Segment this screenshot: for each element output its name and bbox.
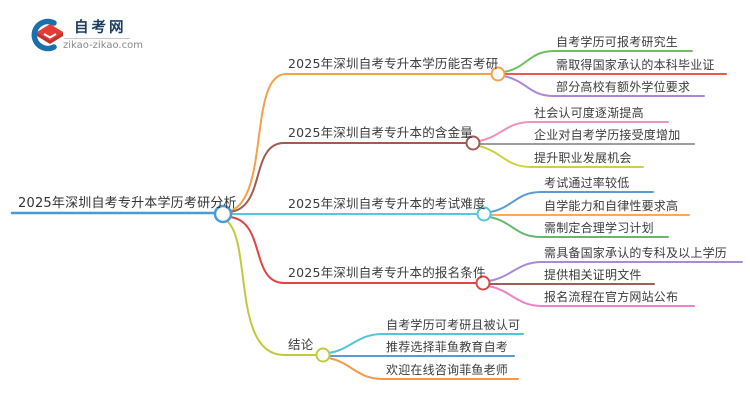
branch-4-child-3-line (488, 285, 695, 307)
branch-1-node-circle[interactable] (490, 66, 506, 82)
branch-5-child-1-label[interactable]: 自考学历可考研且被认可 (386, 318, 521, 332)
branch-3-child-1-line (489, 191, 654, 213)
root-node-label[interactable]: 2025年深圳自考专升本学历考研分析 (18, 196, 237, 211)
branch-4-node-circle[interactable] (475, 275, 491, 291)
branch-2-child-1-label[interactable]: 社会认可度逐渐提高 (534, 106, 644, 120)
branch-3-child-1-label[interactable]: 考试通过率较低 (544, 176, 630, 190)
branch-1-child-3-label[interactable]: 部分高校有额外学位要求 (556, 80, 691, 94)
logo-title: 自考网 (74, 20, 127, 36)
branch-4-line (229, 216, 477, 284)
branch-4-child-1-line (488, 261, 743, 282)
branch-5-child-2-label[interactable]: 推荐选择菲鱼教育自考 (386, 340, 509, 354)
branch-5-node-circle[interactable] (315, 347, 331, 363)
branch-2-child-2-label[interactable]: 企业对自考学历接受度增加 (534, 128, 681, 142)
branch-2-node-circle[interactable] (465, 135, 481, 151)
logo-domain: zikao-zikao.com (63, 40, 143, 51)
branch-3-label[interactable]: 2025年深圳自考专升本的考试难度 (288, 196, 486, 211)
branch-5-line (226, 220, 317, 356)
branch-1-child-1-line (503, 50, 693, 73)
branch-1-line (229, 73, 492, 212)
branch-3-child-2-label[interactable]: 自学能力和自律性要求高 (544, 199, 679, 213)
logo-divider (64, 38, 130, 39)
branch-3-child-3-line (489, 216, 669, 238)
branch-3-child-3-label[interactable]: 需制定合理学习计划 (544, 221, 654, 235)
branch-5-child-1-line (328, 333, 524, 354)
site-logo[interactable]: 自考网 zikao-zikao.com (28, 16, 158, 52)
branch-4-label[interactable]: 2025年深圳自考专升本的报名条件 (288, 265, 486, 280)
branch-4-child-1-label[interactable]: 需具备国家承认的专科及以上学历 (544, 246, 728, 260)
branch-4-child-2-label[interactable]: 提供相关证明文件 (544, 268, 642, 282)
branch-5-child-3-label[interactable]: 欢迎在线咨询菲鱼老师 (386, 363, 509, 377)
branch-2-line (229, 142, 467, 213)
branch-1-label[interactable]: 2025年深圳自考专升本学历能否考研 (288, 56, 499, 71)
branch-3-node-circle[interactable] (476, 206, 492, 222)
branch-2-label[interactable]: 2025年深圳自考专升本的含金量 (288, 125, 474, 140)
branch-1-child-3-line (503, 75, 705, 97)
branch-1-child-1-label[interactable]: 自考学历可报考研究生 (556, 35, 679, 49)
graduation-cap-logo-icon (31, 18, 63, 52)
branch-2-child-3-line (478, 145, 644, 168)
branch-5-label[interactable]: 结论 (288, 337, 314, 352)
branch-1-child-2-label[interactable]: 需取得国家承认的本科毕业证 (556, 58, 715, 72)
branch-2-child-3-label[interactable]: 提升职业发展机会 (534, 151, 632, 165)
branch-5-child-3-line (328, 357, 519, 380)
branch-4-child-3-label[interactable]: 报名流程在官方网站公布 (544, 290, 679, 304)
branch-2-child-1-line (478, 121, 669, 142)
root-node-circle[interactable] (213, 204, 233, 224)
